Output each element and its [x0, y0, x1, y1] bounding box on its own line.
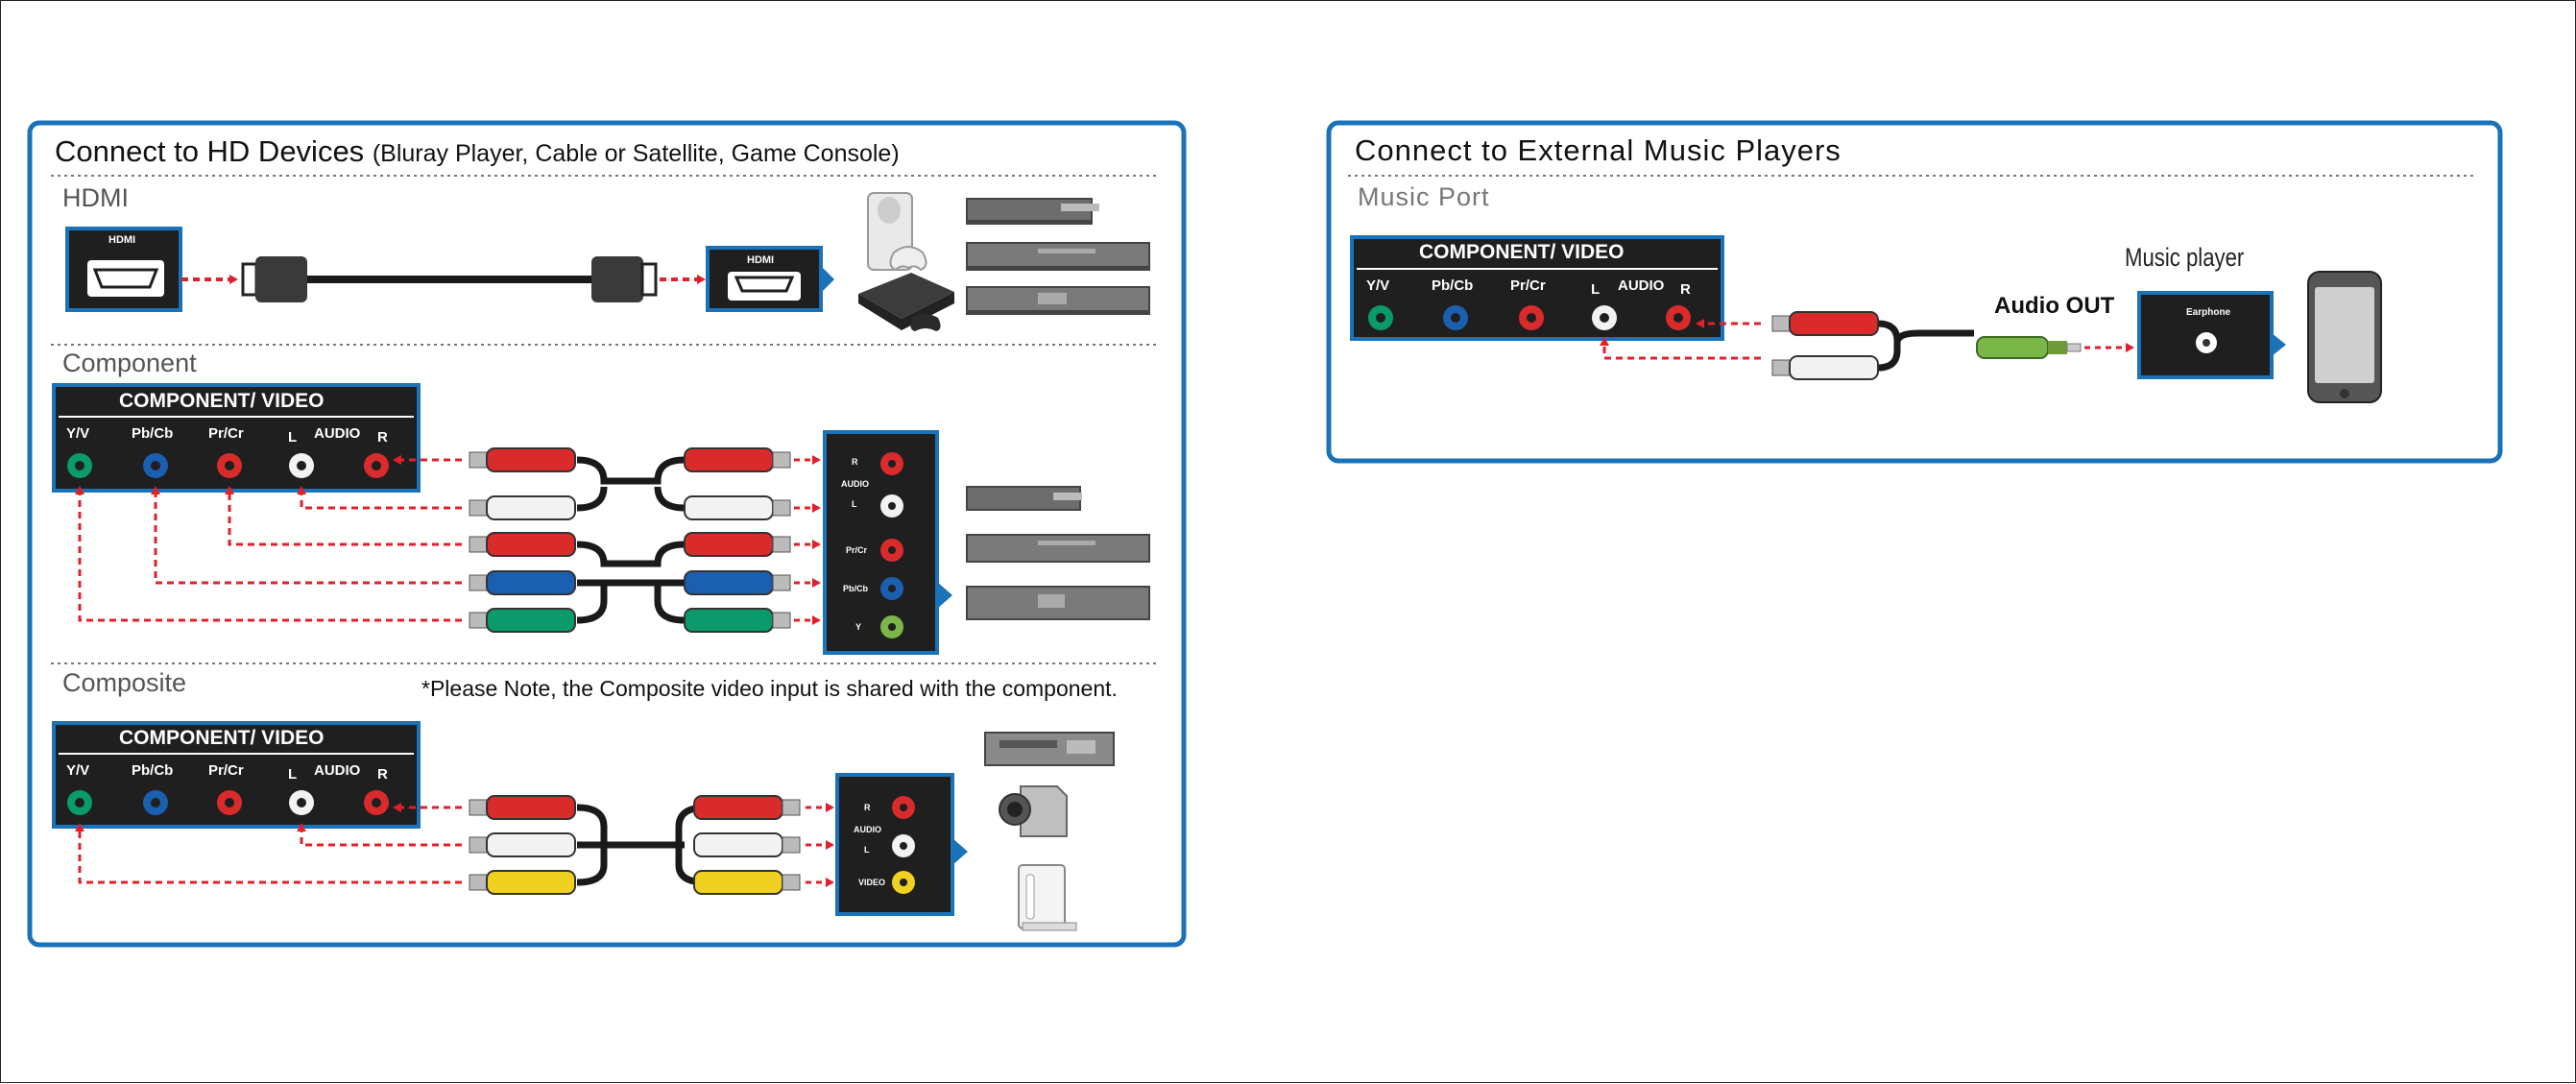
component-jack-pb: Pb/Cb [132, 425, 174, 442]
music-panel-header: COMPONENT/ VIDEO [1419, 241, 1625, 263]
composite-device-arrows [806, 803, 834, 887]
component-jack-audio: AUDIO [314, 425, 361, 442]
music-panel-title: Connect to External Music Players [1355, 133, 1842, 167]
component-jack-l: L [288, 429, 298, 446]
music-jack-y: Y/V [1366, 277, 1390, 294]
component-cables [576, 456, 686, 624]
component-dev-pr: Pr/Cr [846, 545, 868, 555]
aux-plug [1976, 336, 2082, 359]
music-jack-pr: Pr/Cr [1510, 277, 1546, 294]
component-jack-y: Y/V [66, 425, 90, 442]
component-dev-r: R [852, 457, 858, 467]
composite-section-title: Composite [62, 668, 187, 697]
composite-note: *Please Note, the Composite video input … [421, 676, 1118, 701]
composite-jack-pr: Pr/Cr [208, 762, 244, 779]
composite-dev-r: R [864, 803, 871, 812]
music-player-label: Music player [2125, 243, 2245, 272]
hd-devices-frame [27, 120, 1187, 948]
composite-dev-l: L [864, 845, 870, 855]
composite-dev-video: VIDEO [858, 878, 886, 887]
component-panel-header: COMPONENT/ VIDEO [119, 390, 325, 412]
hd-panel-subtitle: (Bluray Player, Cable or Satellite, Game… [372, 140, 900, 167]
component-device-stack [966, 486, 1150, 620]
audio-out-label: Audio OUT [1994, 293, 2115, 319]
hdmi-tv-port-label: HDMI [108, 234, 136, 246]
component-tv-jack-panel [52, 383, 421, 493]
hd-device-stack [966, 198, 1150, 315]
component-jack-pr: Pr/Cr [208, 425, 244, 442]
music-signal-lines [1600, 319, 1761, 360]
music-jack-l: L [1591, 281, 1601, 298]
component-dev-pb: Pb/Cb [843, 584, 868, 593]
composite-device-icons [984, 732, 1115, 931]
composite-jack-r: R [377, 766, 388, 783]
component-jack-r: R [377, 429, 388, 446]
component-dev-audio: AUDIO [841, 479, 869, 489]
composite-dev-audio: AUDIO [854, 825, 881, 834]
composite-cables [576, 804, 707, 886]
hd-panel-title: Connect to HD Devices (Bluray Player, Ca… [55, 136, 900, 166]
component-device-jack-panel [823, 430, 952, 655]
game-console-icons [858, 192, 954, 331]
earphone-label: Earphone [2186, 307, 2231, 318]
composite-plugs [469, 795, 801, 895]
composite-jack-l: L [288, 766, 298, 783]
composite-device-jack-panel [835, 773, 968, 916]
music-jack-audio: AUDIO [1618, 277, 1665, 294]
music-player-icon [2307, 271, 2382, 403]
music-section-title: Music Port [1358, 182, 1490, 211]
component-dev-l: L [852, 499, 857, 509]
component-plugs [469, 447, 791, 633]
composite-jack-audio: AUDIO [314, 762, 361, 779]
music-rca-plugs [1771, 311, 1879, 380]
music-players-frame [1326, 120, 2503, 464]
hdmi-cable [241, 256, 658, 302]
component-dev-y: Y [855, 622, 862, 632]
earphone-port-panel [2137, 291, 2286, 379]
component-section-title: Component [62, 349, 197, 377]
composite-jack-y: Y/V [66, 762, 90, 779]
composite-panel-header: COMPONENT/ VIDEO [119, 727, 325, 749]
music-jack-pb: Pb/Cb [1432, 277, 1474, 294]
hdmi-device-port-label: HDMI [747, 254, 775, 266]
composite-signal-lines [75, 803, 462, 884]
component-device-arrows [794, 455, 821, 625]
composite-tv-jack-panel [52, 721, 421, 829]
music-cable [1877, 320, 1974, 372]
hd-panel-title-main: Connect to HD Devices [55, 134, 365, 168]
component-signal-lines [75, 455, 462, 622]
composite-jack-pb: Pb/Cb [132, 762, 174, 779]
hdmi-device-port [706, 246, 834, 312]
hdmi-section-title: HDMI [62, 183, 129, 212]
music-tv-jack-panel [1350, 235, 1724, 341]
music-jack-r: R [1680, 281, 1691, 298]
hdmi-tv-port [65, 227, 182, 312]
